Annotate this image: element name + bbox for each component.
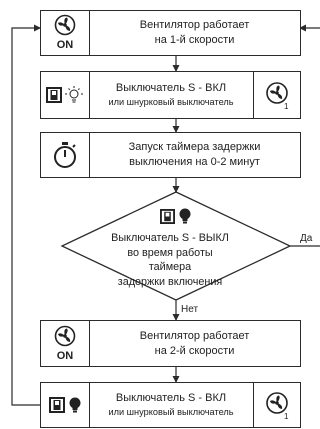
step-text-line2: или шнурковый выключатель: [108, 407, 234, 417]
step-text-line2: выключения на 0-2 минут: [129, 156, 260, 168]
step-text-line2: на 2-й скорости: [154, 344, 235, 357]
decision-diamond: [60, 191, 292, 301]
fan-speed-1-icon: 1: [265, 392, 289, 421]
decision-line: во время работы таймера: [127, 246, 213, 274]
step-timer: Запуск таймера задержки выключения на 0-…: [40, 132, 301, 178]
decision-yes-label: Да: [300, 233, 313, 244]
fan-speed-1-icon: 1: [265, 82, 289, 111]
on-label: ON: [57, 39, 74, 51]
step-switch-on: Выключатель S - ВКЛ или шнурковый выключ…: [40, 71, 301, 119]
step-text-line1: Выключатель S - ВКЛ: [115, 392, 227, 404]
step-text-line2: на 1-й скорости: [154, 34, 235, 46]
step-fan-speed-1: ON Вентилятор работает на 1-й скорости: [40, 10, 301, 56]
step-text-line2: или шнурковый выключатель: [108, 97, 234, 107]
step-switch-on-2: Выключатель S - ВКЛ или шнурковый выключ…: [40, 382, 301, 428]
toggle-switch-icon: [160, 208, 175, 224]
lamp-icon: [179, 208, 191, 224]
decision-text: Выключатель S - ВЫКЛ во время работы тай…: [110, 231, 230, 289]
fan-icon: ON: [54, 14, 76, 51]
speed-digit: 1: [284, 102, 289, 111]
on-label: ON: [57, 350, 74, 362]
lamp-icon: [69, 397, 81, 413]
step-fan-speed-2: ON Вентилятор работает на 2-й скорости: [40, 320, 301, 367]
step-text-line1: Выключатель S - ВКЛ: [115, 82, 227, 94]
decision-no-label: Нет: [181, 304, 199, 315]
step-text-line1: Вентилятор работает: [139, 19, 250, 31]
step-text-line1: Запуск таймера задержки: [128, 141, 261, 153]
decision-line: задержки включения: [117, 275, 223, 288]
speed-digit: 1: [284, 412, 289, 421]
fan-icon: ON: [54, 325, 76, 362]
lamp-on-icon: [65, 86, 83, 103]
step-text-line1: Вентилятор работает: [139, 329, 250, 342]
decision-line: Выключатель S - ВЫКЛ: [111, 232, 229, 244]
toggle-switch-icon: [49, 397, 65, 413]
timer-icon: [54, 142, 76, 168]
decision-icons: [160, 207, 194, 225]
toggle-switch-icon: [46, 87, 62, 103]
